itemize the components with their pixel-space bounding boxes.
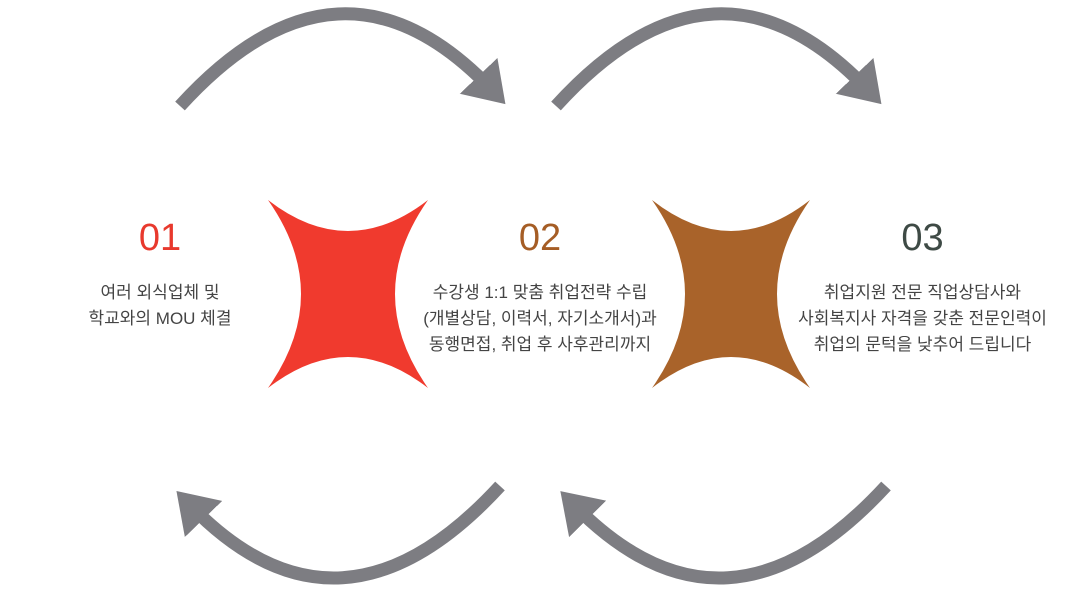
step-1: 01 여러 외식업체 및 학교와의 MOU 체결 xyxy=(55,218,265,332)
step-number: 02 xyxy=(518,217,562,259)
step-description: 취업지원 전문 직업상담사와 사회복지사 자격을 갖춘 전문인력이 취업의 문턱… xyxy=(798,283,1047,354)
arrow-bottom-right xyxy=(560,481,891,585)
step-2: 02 수강생 1:1 맞춤 취업전략 수립 (개별상담, 이력서, 자기소개서)… xyxy=(400,218,680,358)
arrow-top-right xyxy=(551,7,882,111)
arrow-top-left xyxy=(175,7,506,111)
step-number: 01 xyxy=(138,217,182,259)
step-number: 03 xyxy=(901,217,944,259)
step-3: 03 취업지원 전문 직업상담사와 사회복지사 자격을 갖춘 전문인력이 취업의… xyxy=(775,218,1070,358)
step-description: 수강생 1:1 맞춤 취업전략 수립 (개별상담, 이력서, 자기소개서)과 동… xyxy=(423,283,657,354)
arrow-bottom-left xyxy=(176,481,505,585)
star-shape-red xyxy=(268,200,428,388)
star-shape-brown xyxy=(652,200,810,388)
step-description: 여러 외식업체 및 학교와의 MOU 체결 xyxy=(88,283,232,328)
